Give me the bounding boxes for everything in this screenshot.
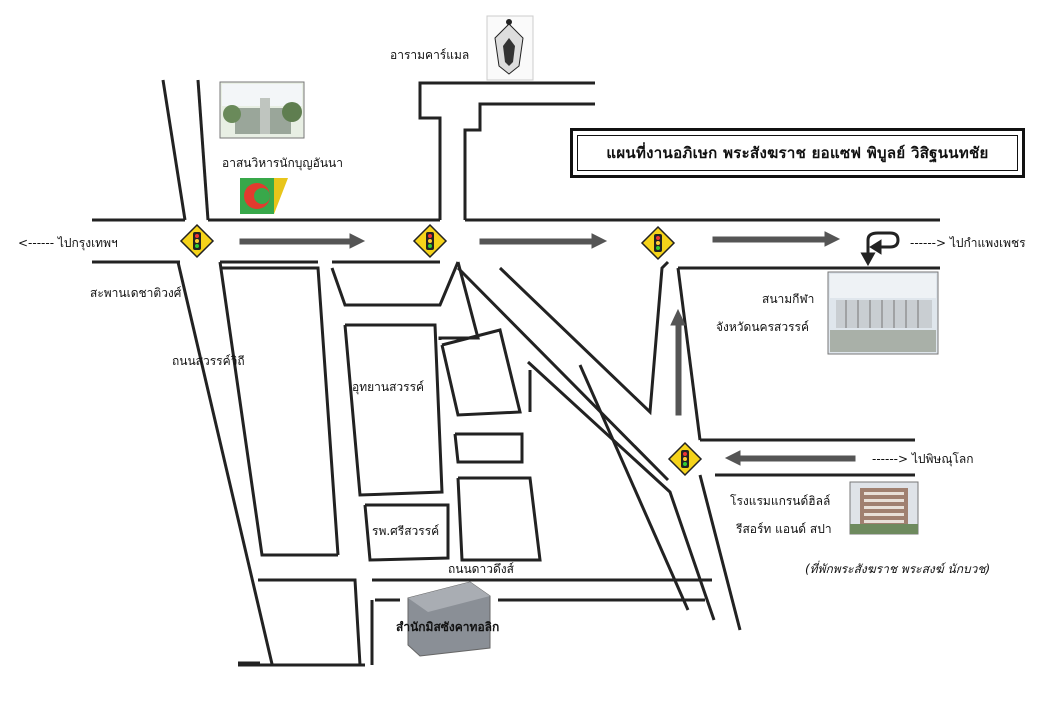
- map-title: แผนที่งานอภิเษก พระสังฆราช ยอแซฟ พิบูลย์…: [577, 135, 1018, 171]
- traffic-light-icon: [179, 223, 215, 259]
- arrow-icon: [479, 233, 608, 249]
- hotel-photo: [849, 481, 919, 535]
- road-lines: [92, 79, 940, 667]
- stadium-photo: [827, 271, 939, 355]
- diocese-office-building: [407, 581, 491, 657]
- label-to-phitsanulok: ------> ไปพิษณุโลก: [872, 452, 974, 466]
- label-park: อุทยานสวรรค์: [352, 380, 425, 394]
- label-dao-dueng-road: ถนนดาวดึงส์: [448, 562, 514, 576]
- label-bridge: สะพานเดชาติวงศ์: [90, 286, 182, 300]
- carmel-emblem-icon: [486, 15, 534, 81]
- traffic-light-icon: [667, 441, 703, 477]
- label-sawan-withi-road: ถนนสวรรค์วิถี: [172, 354, 245, 368]
- label-to-bangkok: <------ ไปกรุงเทพฯ: [18, 236, 118, 250]
- map-title-box: แผนที่งานอภิเษก พระสังฆราช ยอแซฟ พิบูลย์…: [570, 128, 1025, 178]
- label-stadium-line1: สนามกีฬา: [762, 292, 815, 306]
- label-cathedral: อาสนวิหารนักบุญอันนา: [222, 156, 343, 170]
- label-stadium-line2: จังหวัดนครสวรรค์: [716, 320, 809, 334]
- arrow-icon: [724, 450, 856, 466]
- label-carmel: อารามคาร์แมล: [390, 48, 470, 62]
- label-hotel-line2: รีสอร์ท แอนด์ สปา: [736, 522, 832, 536]
- u-turn-icon: [860, 231, 900, 267]
- cathedral-photo: [219, 81, 305, 139]
- label-to-kamphaeng-phet: ------> ไปกำแพงเพชร: [910, 236, 1026, 250]
- label-diocese-office: สำนักมิสซังคาทอลิก: [396, 620, 500, 634]
- direction-arrows: [239, 231, 856, 466]
- traffic-lights: [179, 223, 703, 477]
- traffic-light-icon: [412, 223, 448, 259]
- label-hospital: รพ.ศรีสวรรค์: [372, 524, 440, 538]
- label-hotel-line1: โรงแรมแกรนด์ฮิลล์: [730, 494, 831, 508]
- arrow-icon: [239, 233, 366, 249]
- arrow-icon: [712, 231, 841, 247]
- traffic-light-icon: [640, 225, 676, 261]
- cathedral-logo-icon: [240, 178, 288, 214]
- label-hotel-note: (ที่พักพระสังฆราช พระสงฆ์ นักบวช): [805, 562, 991, 576]
- arrow-icon: [670, 308, 686, 416]
